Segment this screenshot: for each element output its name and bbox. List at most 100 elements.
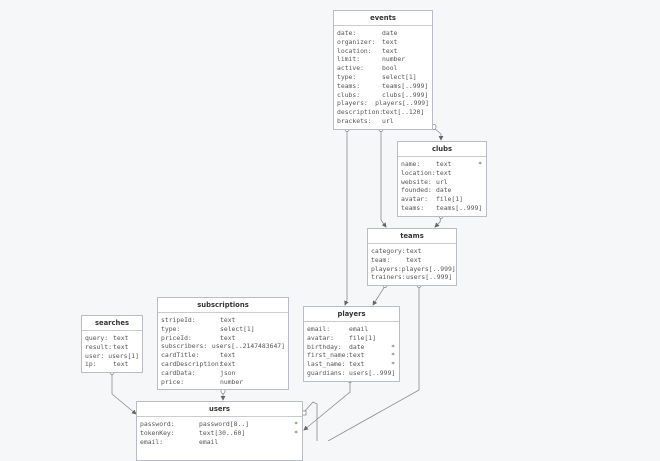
relation-events-players — [344, 129, 349, 306]
field-row[interactable]: type:select[1] — [337, 73, 429, 82]
required-marker: * — [294, 420, 298, 428]
field-name: avatar: — [401, 195, 428, 204]
field-name: ip: — [85, 360, 97, 369]
field-name: team: — [371, 255, 391, 264]
field-row[interactable]: tokenKey:text[30..60]* — [140, 429, 299, 438]
relation-events-clubs — [433, 127, 444, 141]
field-type: text — [349, 351, 365, 360]
field-row[interactable]: team:text — [371, 256, 453, 265]
field-name: clubs: — [337, 90, 361, 99]
field-row[interactable]: cardTitle:text — [161, 351, 285, 360]
field-type: number — [220, 377, 244, 386]
field-type: text — [382, 37, 398, 46]
field-type: url — [436, 177, 448, 186]
table-users[interactable]: users password:password[8..]*tokenKey:te… — [136, 401, 303, 461]
required-marker: * — [391, 360, 395, 369]
field-row[interactable]: cardData:json — [161, 369, 285, 378]
field-row[interactable]: active:bool — [337, 64, 429, 73]
field-row[interactable]: last_name:text* — [307, 360, 396, 369]
field-row[interactable]: clubs: clubs[..999] — [337, 91, 429, 100]
field-row[interactable]: first_name:text* — [307, 351, 396, 360]
relation-players-guardians — [303, 380, 351, 431]
field-name: cardData: — [161, 368, 196, 377]
field-type: text — [113, 360, 129, 369]
field-row[interactable]: location:text — [337, 47, 429, 56]
field-row[interactable]: email:email — [307, 325, 396, 334]
field-type: users[1] — [108, 351, 139, 360]
field-type: file[1] — [436, 195, 463, 204]
field-name: category: — [371, 247, 406, 255]
field-row[interactable]: email: email — [140, 438, 299, 447]
field-name: active: — [337, 64, 364, 73]
field-row[interactable]: price: number — [161, 378, 285, 387]
field-type: select[1] — [220, 324, 255, 333]
field-row[interactable]: limit:number — [337, 55, 429, 64]
field-name: location: — [337, 46, 372, 55]
field-row[interactable]: trainers:users[..999] — [371, 273, 453, 282]
field-name: tokenKey: — [140, 428, 175, 437]
field-row[interactable]: type:select[1] — [161, 325, 285, 334]
field-row[interactable]: location:text — [401, 169, 483, 178]
field-row[interactable]: teams:teams[..999] — [401, 204, 483, 213]
field-row[interactable]: brackets:url — [337, 117, 429, 126]
required-marker: * — [478, 160, 482, 168]
field-type: select[1] — [382, 72, 417, 81]
field-name: brackets: — [337, 116, 372, 125]
field-row[interactable]: date:date — [337, 29, 429, 38]
field-row[interactable]: description:text[..120] — [337, 108, 429, 117]
field-row[interactable]: priceId:text — [161, 334, 285, 343]
field-row[interactable]: category:text — [371, 247, 453, 256]
field-name: teams: — [401, 203, 425, 212]
field-row[interactable]: query:text — [85, 334, 139, 343]
field-row[interactable]: teams:teams[..999] — [337, 82, 429, 91]
field-row[interactable]: result:text — [85, 343, 139, 352]
field-row[interactable]: ip: text — [85, 360, 139, 369]
field-type: clubs[..999] — [382, 90, 429, 99]
field-name: user: — [85, 351, 105, 360]
field-row[interactable]: players:players[..999] — [371, 264, 456, 274]
table-title: clubs — [398, 142, 486, 157]
field-row[interactable]: website:url — [401, 178, 483, 187]
field-name: email: — [307, 325, 331, 333]
field-name: avatar: — [307, 333, 334, 342]
relation-events-teams — [380, 129, 387, 228]
field-name: founded: — [401, 186, 432, 195]
field-row[interactable]: password:password[8..]* — [140, 420, 299, 429]
table-title: teams — [368, 229, 456, 244]
field-row[interactable]: avatar:file[1] — [307, 334, 396, 343]
field-row[interactable]: avatar: file[1] — [401, 195, 483, 204]
field-row[interactable]: organizer: text — [337, 38, 429, 47]
field-name: priceId: — [161, 333, 192, 342]
field-name: email: — [140, 437, 164, 446]
field-row[interactable]: players:players[..999] — [337, 99, 429, 108]
field-row[interactable]: name:text* — [401, 160, 483, 169]
field-name: description: — [337, 108, 384, 117]
field-name: first_name: — [307, 351, 350, 360]
table-title: players — [304, 307, 399, 322]
field-row[interactable]: user:users[1] — [85, 352, 139, 361]
field-row[interactable]: stripeId:text — [161, 316, 285, 325]
field-name: trainers: — [371, 273, 406, 282]
field-row[interactable]: cardDescription:text — [161, 360, 285, 369]
table-title: searches — [82, 316, 142, 331]
field-type: date — [382, 29, 398, 37]
field-name: price: — [161, 377, 185, 386]
field-type: email — [199, 437, 219, 446]
field-type: players[..999] — [401, 264, 456, 273]
field-name: players: — [337, 99, 368, 108]
field-row[interactable]: birthday:date* — [307, 343, 396, 352]
field-row[interactable]: founded:date — [401, 186, 483, 195]
field-row[interactable]: subscribers:users[..2147483647] — [161, 342, 285, 351]
field-name: organizer: — [337, 37, 376, 46]
field-row[interactable]: guardians:users[..999] — [307, 369, 396, 378]
